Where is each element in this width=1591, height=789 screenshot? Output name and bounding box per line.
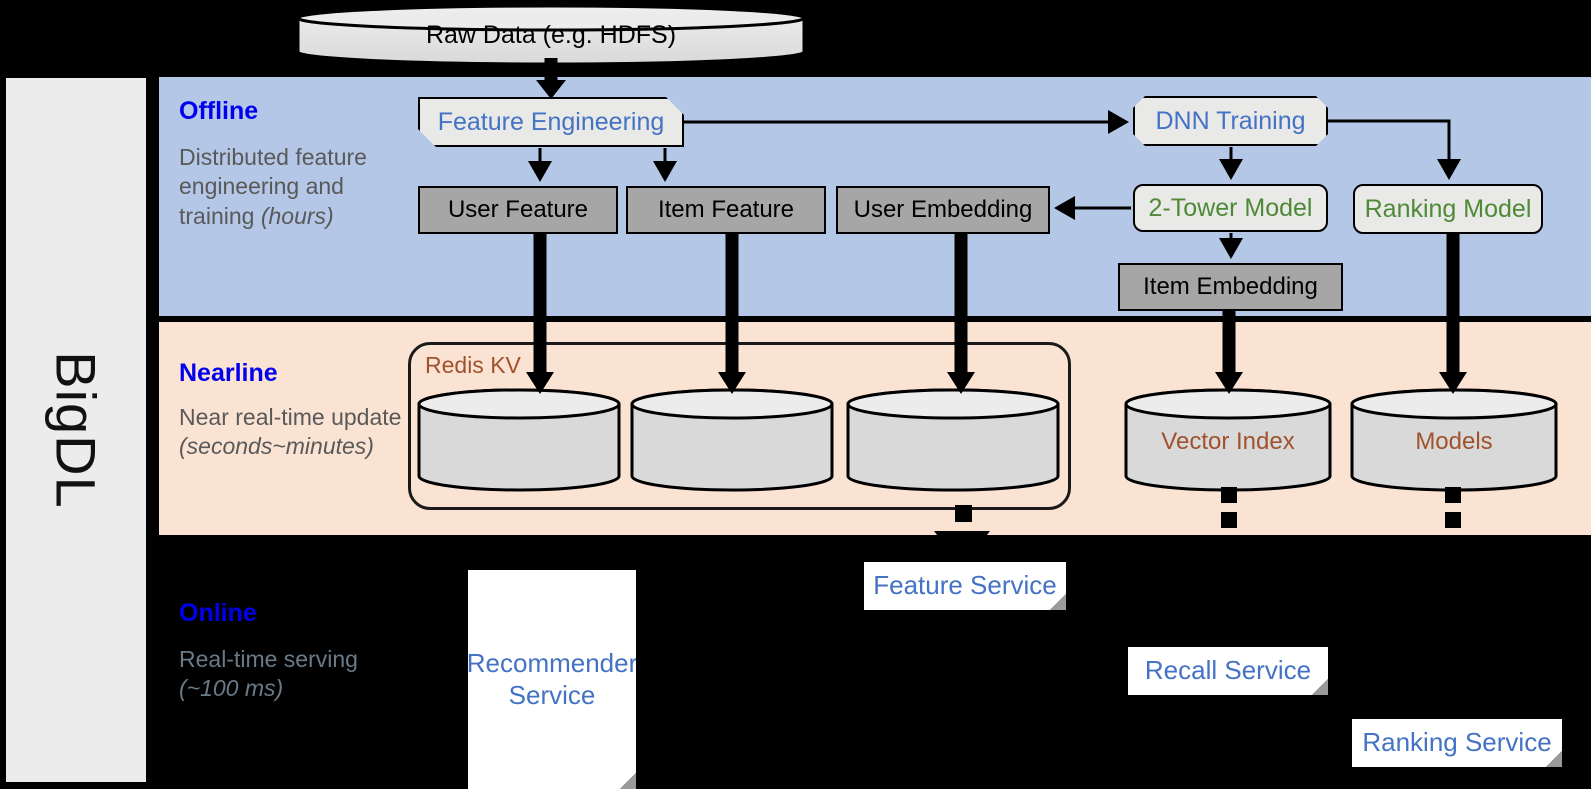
feature-engineering-node[interactable]: Feature Engineering — [418, 97, 684, 147]
redis-cylinder-user-feature — [417, 388, 621, 492]
online-sub-text: Real-time serving — [179, 646, 358, 672]
user-feature-label: User Feature — [447, 196, 589, 223]
online-title: Online — [179, 599, 257, 627]
ranking-model-label: Ranking Model — [1364, 194, 1532, 223]
feature-service-label: Feature Service — [873, 570, 1057, 601]
nearline-sub-text: Near real-time update — [179, 404, 402, 430]
bigdl-rail: BigDL — [6, 78, 146, 782]
item-embedding-node[interactable]: Item Embedding — [1118, 263, 1343, 311]
nearline-subtitle: Near real-time update (seconds~minutes) — [179, 403, 409, 462]
user-embedding-node[interactable]: User Embedding — [836, 186, 1050, 234]
redis-cylinder-user-embedding — [846, 388, 1060, 492]
offline-sub-em: (hours) — [260, 202, 334, 229]
user-embedding-label: User Embedding — [853, 196, 1033, 223]
online-sub-em: (~100 ms) — [179, 675, 284, 702]
bigdl-rail-label: BigDL — [44, 351, 108, 509]
recommender-service-label: Recommender Service — [466, 648, 638, 710]
redis-kv-label: Redis KV — [425, 352, 521, 378]
two-tower-model-label: 2-Tower Model — [1148, 193, 1313, 222]
redis-cylinder-item-feature — [630, 388, 834, 492]
item-embedding-label: Item Embedding — [1143, 273, 1318, 300]
online-subtitle: Real-time serving (~100 ms) — [179, 645, 409, 704]
nearline-sub-em: (seconds~minutes) — [179, 433, 374, 460]
offline-title: Offline — [179, 97, 259, 125]
ranking-model-node[interactable]: Ranking Model — [1353, 184, 1543, 234]
nearline-title: Nearline — [179, 359, 278, 387]
feature-engineering-label: Feature Engineering — [437, 107, 665, 136]
offline-subtitle: Distributed feature engineering and trai… — [179, 143, 409, 231]
item-feature-node[interactable]: Item Feature — [626, 186, 826, 234]
redis-kv-container — [408, 342, 1071, 510]
models-cylinder[interactable]: Models — [1350, 388, 1558, 492]
raw-data-cylinder: Raw Data (e.g. HDFS) — [296, 4, 806, 66]
ranking-service-card[interactable]: Ranking Service — [1352, 719, 1562, 767]
dnn-training-node[interactable]: DNN Training — [1133, 96, 1328, 146]
vector-index-cylinder[interactable]: Vector Index — [1124, 388, 1332, 492]
feature-service-card[interactable]: Feature Service — [864, 562, 1066, 610]
recall-service-card[interactable]: Recall Service — [1128, 647, 1328, 695]
raw-data-label: Raw Data (e.g. HDFS) — [425, 20, 677, 49]
two-tower-model-node[interactable]: 2-Tower Model — [1133, 184, 1328, 232]
dnn-training-label: DNN Training — [1155, 106, 1306, 135]
recall-service-label: Recall Service — [1144, 655, 1312, 686]
vector-index-label: Vector Index — [1161, 428, 1295, 456]
recommender-service-card[interactable]: Recommender Service — [468, 570, 636, 789]
offline-sub-text: Distributed feature engineering and trai… — [179, 144, 367, 229]
ranking-service-label: Ranking Service — [1362, 727, 1552, 758]
user-feature-node[interactable]: User Feature — [418, 186, 618, 234]
item-feature-label: Item Feature — [657, 196, 795, 223]
models-label: Models — [1415, 428, 1493, 456]
